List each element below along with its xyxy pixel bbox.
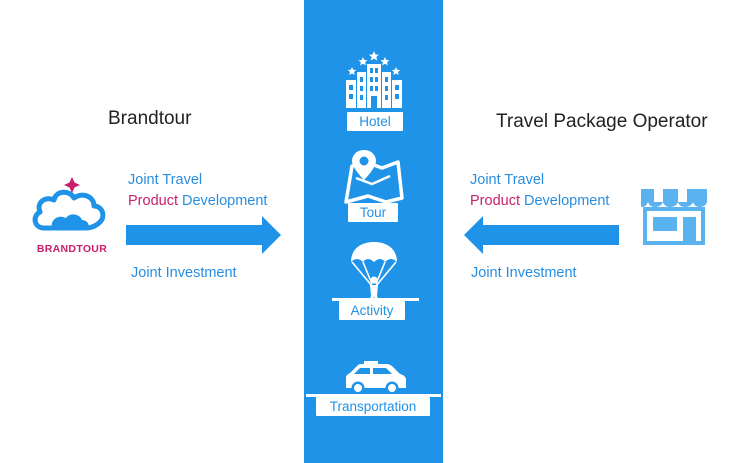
left-investment-label: Joint Investment [131,265,237,281]
transportation-divider [306,394,441,397]
right-flow-accent: Product [470,193,520,209]
left-flow-accent: Product [128,193,178,209]
brandtour-cloud-icon [32,177,106,231]
category-label-tour: Tour [348,203,398,222]
activity-divider [332,298,419,301]
left-party-title: Brandtour [108,108,192,129]
right-flow-rest: Development [519,193,610,209]
hotel-icon [346,51,402,108]
brandtour-logo: BRANDTOUR [30,176,114,256]
category-label-hotel: Hotel [347,112,403,131]
car-icon [346,361,406,395]
category-label-activity: Activity [339,301,405,320]
right-flow-line2: Product Development [470,191,609,212]
brandtour-logo-text: BRANDTOUR [36,243,108,255]
left-flow-rest: Development [177,193,268,209]
right-flow-label: Joint Travel Product Development [470,170,609,212]
right-arrow-icon [126,216,281,254]
parachute-icon [351,242,397,301]
category-label-transportation: Transportation [316,397,430,416]
left-flow-line1: Joint Travel [128,172,203,188]
left-flow-label: Joint Travel Product Development [128,170,267,212]
right-flow-line1: Joint Travel [470,172,545,188]
right-investment-label: Joint Investment [471,265,577,281]
right-party-title: Travel Package Operator [496,111,708,132]
left-arrow-icon [464,216,619,254]
map-pin-icon [344,150,404,204]
storefront-icon [641,189,707,245]
left-flow-line2: Product Development [128,191,267,212]
